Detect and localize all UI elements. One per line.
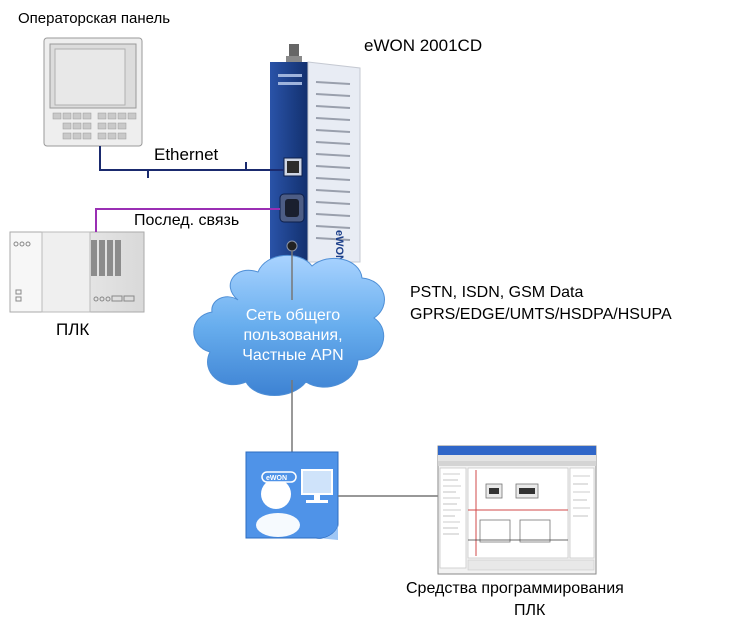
engineer-workstation-icon: eWON: [245, 451, 339, 540]
programming-tools-line2: ПЛК: [514, 602, 546, 619]
serial-connection: [95, 208, 280, 232]
plc-label: ПЛК: [56, 320, 90, 339]
ewon-device-icon: eWON: [270, 44, 361, 263]
public-network-line2: пользования,: [243, 327, 343, 344]
ethernet-label: Ethernet: [154, 145, 219, 164]
operator-panel-label: Операторская панель: [18, 10, 171, 27]
public-network-line1: Сеть общего: [245, 307, 341, 324]
network-types-line1: PSTN, ISDN, GSM Data: [410, 284, 584, 301]
operator-panel-icon: [43, 37, 143, 147]
public-network-line3: Частные APN: [242, 347, 344, 364]
ewon-model-label: eWON 2001CD: [364, 36, 483, 55]
ethernet-connection: [99, 146, 284, 178]
programming-software-screenshot-icon: [437, 445, 597, 575]
public-network-label: Сеть общего пользования, Частные APN: [222, 306, 364, 366]
serial-link-label: Послед. связь: [134, 212, 240, 229]
plc-icon: [9, 231, 145, 313]
programming-tools-line1: Средства программирования: [406, 580, 624, 597]
network-types-line2: GPRS/EDGE/UMTS/HSDPA/HSUPA: [410, 306, 672, 323]
public-network-cloud-icon: [193, 254, 385, 396]
ewon-side-logo: eWON: [333, 230, 345, 263]
workstation-logo: eWON: [266, 475, 287, 482]
